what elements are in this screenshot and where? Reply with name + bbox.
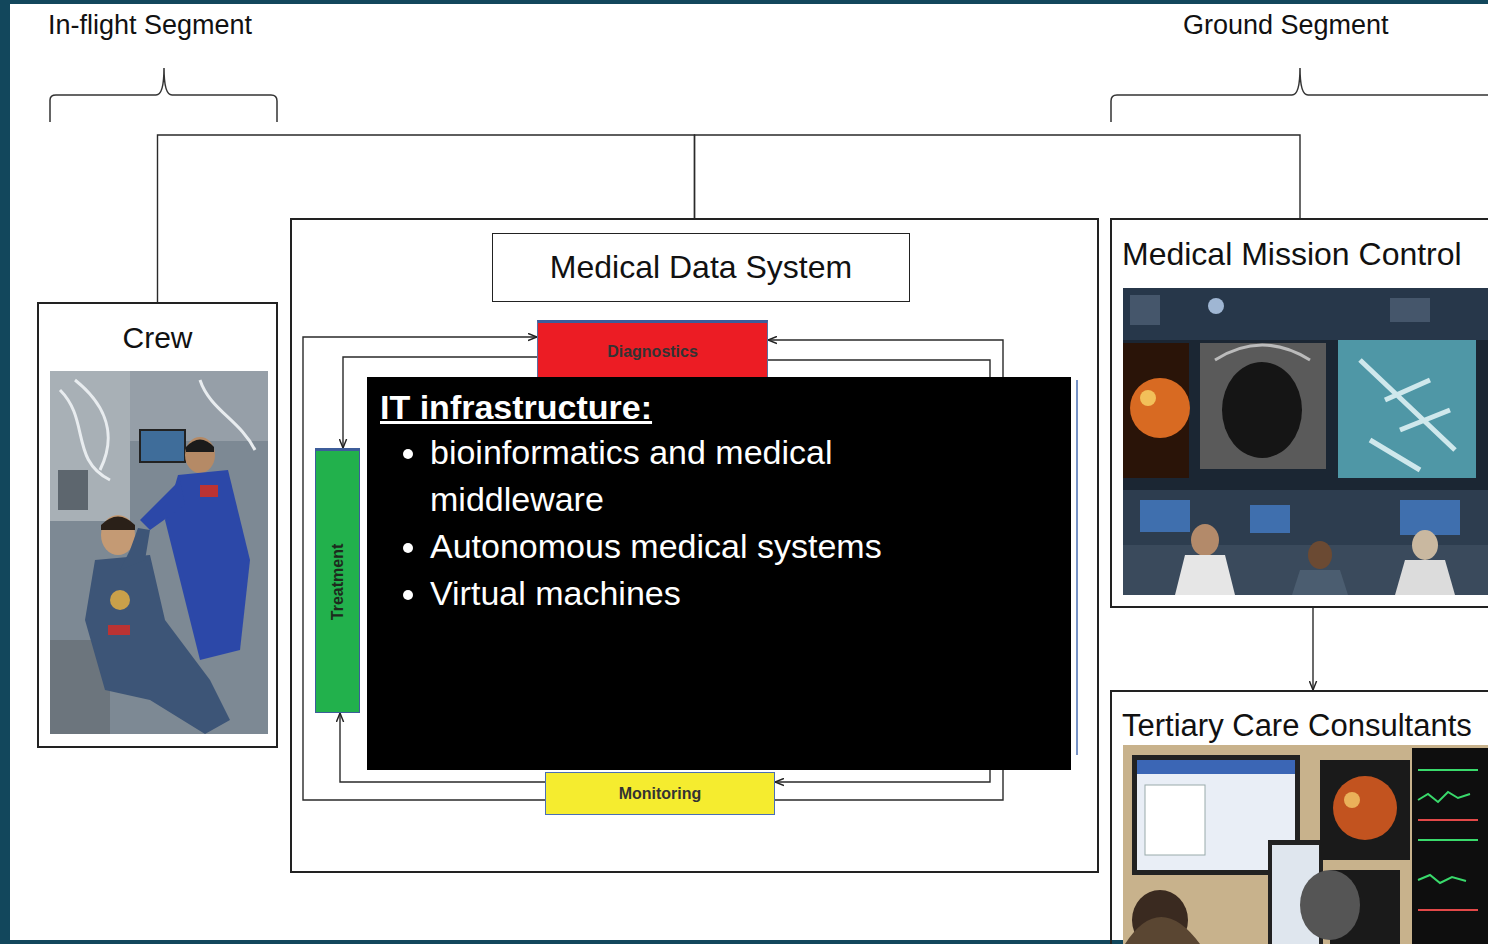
mission-control-photo <box>1123 288 1488 595</box>
system-box: DiagnosticsTreatment IT infrastructure:bi… <box>290 218 1099 873</box>
diagnostics-box: Diagnostics <box>537 320 768 382</box>
crew-photo <box>50 371 268 734</box>
bullet-item: bioinformatics and medical middleware <box>430 429 910 523</box>
bullet-item: Virtual machines <box>430 570 910 617</box>
bracket <box>1111 68 1488 122</box>
box-title: Medical Mission Control <box>1112 220 1488 273</box>
connector <box>1312 608 1313 690</box>
box-title: Crew <box>39 304 276 357</box>
box-label: Diagnostics <box>607 343 698 361</box>
crew-panel: Crew <box>37 302 278 748</box>
bullet-item: Autonomous medical systems <box>430 523 910 570</box>
segment-label: Ground Segment <box>1183 8 1389 42</box>
bullet-list: bioinformatics and medical middlewareAut… <box>367 429 910 617</box>
infrastructure-box: IT infrastructure:bioinformatics and med… <box>367 377 1071 770</box>
treatment-box: Treatment <box>315 448 360 713</box>
box-label: Monitoring <box>619 785 702 803</box>
consultants-panel: Tertiary Care Consultants <box>1110 690 1488 944</box>
segment-label: In-flight Segment <box>48 8 252 42</box>
consultants-photo <box>1123 745 1488 944</box>
monitoring-box: Monitoring <box>545 772 775 815</box>
bracket <box>50 68 277 122</box>
box-title: Tertiary Care Consultants <box>1112 692 1488 745</box>
box-heading: IT infrastructure: <box>367 377 1071 429</box>
box-label: Treatment <box>329 543 347 619</box>
connector <box>695 135 1301 218</box>
box-title: Medical Data System <box>492 233 910 302</box>
mission-control-panel: Medical Mission Control <box>1110 218 1488 608</box>
side-line <box>1076 380 1078 755</box>
